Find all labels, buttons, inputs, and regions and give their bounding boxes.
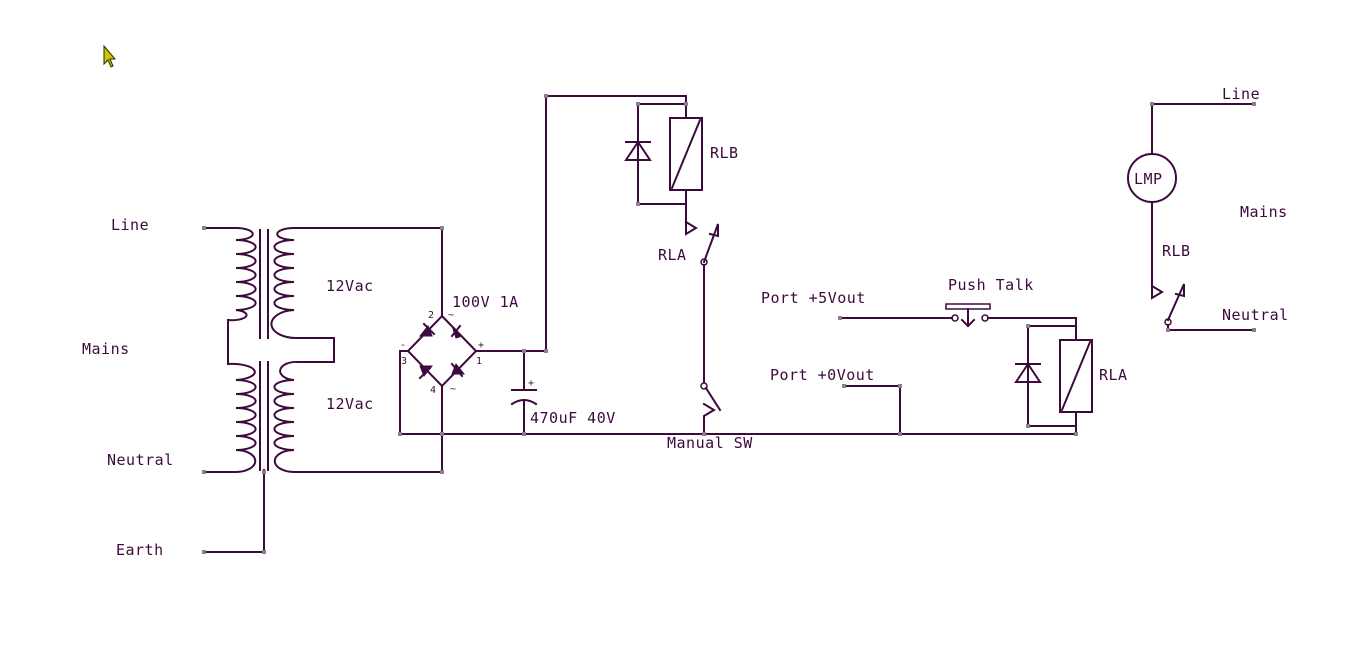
left-mains-label: Mains [82,340,130,358]
flyback-diode-b-icon [624,140,652,161]
transformer-secondary-bottom-coil [273,360,443,473]
junction-dots [262,94,1170,554]
bridge-plus-label: + [478,340,485,351]
bridge-outline [406,314,478,388]
right-mains-label: Mains [1240,203,1288,221]
bridge-pin-4: 4 [430,385,437,396]
manual-switch[interactable] [700,382,722,435]
secondary-bottom-label: 12Vac [326,395,374,413]
port-5v-label: Port +5Vout [761,289,866,307]
capacitor[interactable] [510,350,538,435]
bridge-minus-wire [399,350,443,435]
lamp-circuit[interactable] [1127,102,1256,332]
secondary-top-label: 12Vac [326,277,374,295]
earth-wire [203,469,265,553]
relay-a-contact[interactable] [684,211,719,266]
right-line-label: Line [1222,85,1260,103]
transformer-secondary-top-coil [270,227,443,363]
port-0v-label: Port +0Vout [770,366,875,384]
capacitor-plus-label: + [528,378,535,389]
left-earth-label: Earth [116,541,164,559]
bridge-tilde-top: ~ [448,310,455,321]
flyback-diode-a-icon [1014,362,1042,383]
mouse-pointer-icon [103,44,117,68]
transformer-primary-bottom-coil [203,362,257,473]
push-talk-label: Push Talk [948,276,1034,294]
relay-b-contact-label: RLB [1162,242,1191,260]
left-line-label: Line [111,216,149,234]
port-0v-wire[interactable] [842,384,901,435]
transformer-core [259,229,269,471]
capacitor-label: 470uF 40V [530,409,616,427]
port-5v-wire[interactable] [838,316,945,320]
bridge-minus-label: - [400,340,407,351]
bridge-tilde-bottom: ~ [450,384,457,395]
line-terminal[interactable] [202,226,206,230]
relay-a-coil-circuit[interactable] [1014,317,1093,435]
lamp-to-rlb-wire [1150,201,1164,300]
bridge-diode-icon [418,322,466,380]
supply-wire [545,95,687,352]
relay-b-label: RLB [710,144,739,162]
bridge-rectifier[interactable] [399,227,547,473]
bridge-pin-1: 1 [476,356,483,367]
bridge-pin-2: 2 [428,310,435,321]
manual-switch-label: Manual SW [667,434,753,452]
relay-b-coil-circuit[interactable] [545,95,703,352]
bridge-pin-3: 3 [401,356,408,367]
earth-terminal[interactable] [202,550,206,554]
right-neutral-wire [1167,324,1255,331]
relay-a-label: RLA [1099,366,1128,384]
neutral-terminal[interactable] [202,470,206,474]
transformer[interactable] [202,226,443,554]
right-line-wire [1151,103,1255,155]
transformer-primary-top-coil [203,227,257,322]
relay-b-contact [1164,283,1185,326]
relay-a-contact-label: RLA [658,246,687,264]
lamp-label: LMP [1134,170,1163,188]
push-talk-switch[interactable] [943,303,1077,328]
right-neutral-label: Neutral [1222,306,1289,324]
bridge-rating-label: 100V 1A [452,293,519,311]
left-neutral-label: Neutral [107,451,174,469]
